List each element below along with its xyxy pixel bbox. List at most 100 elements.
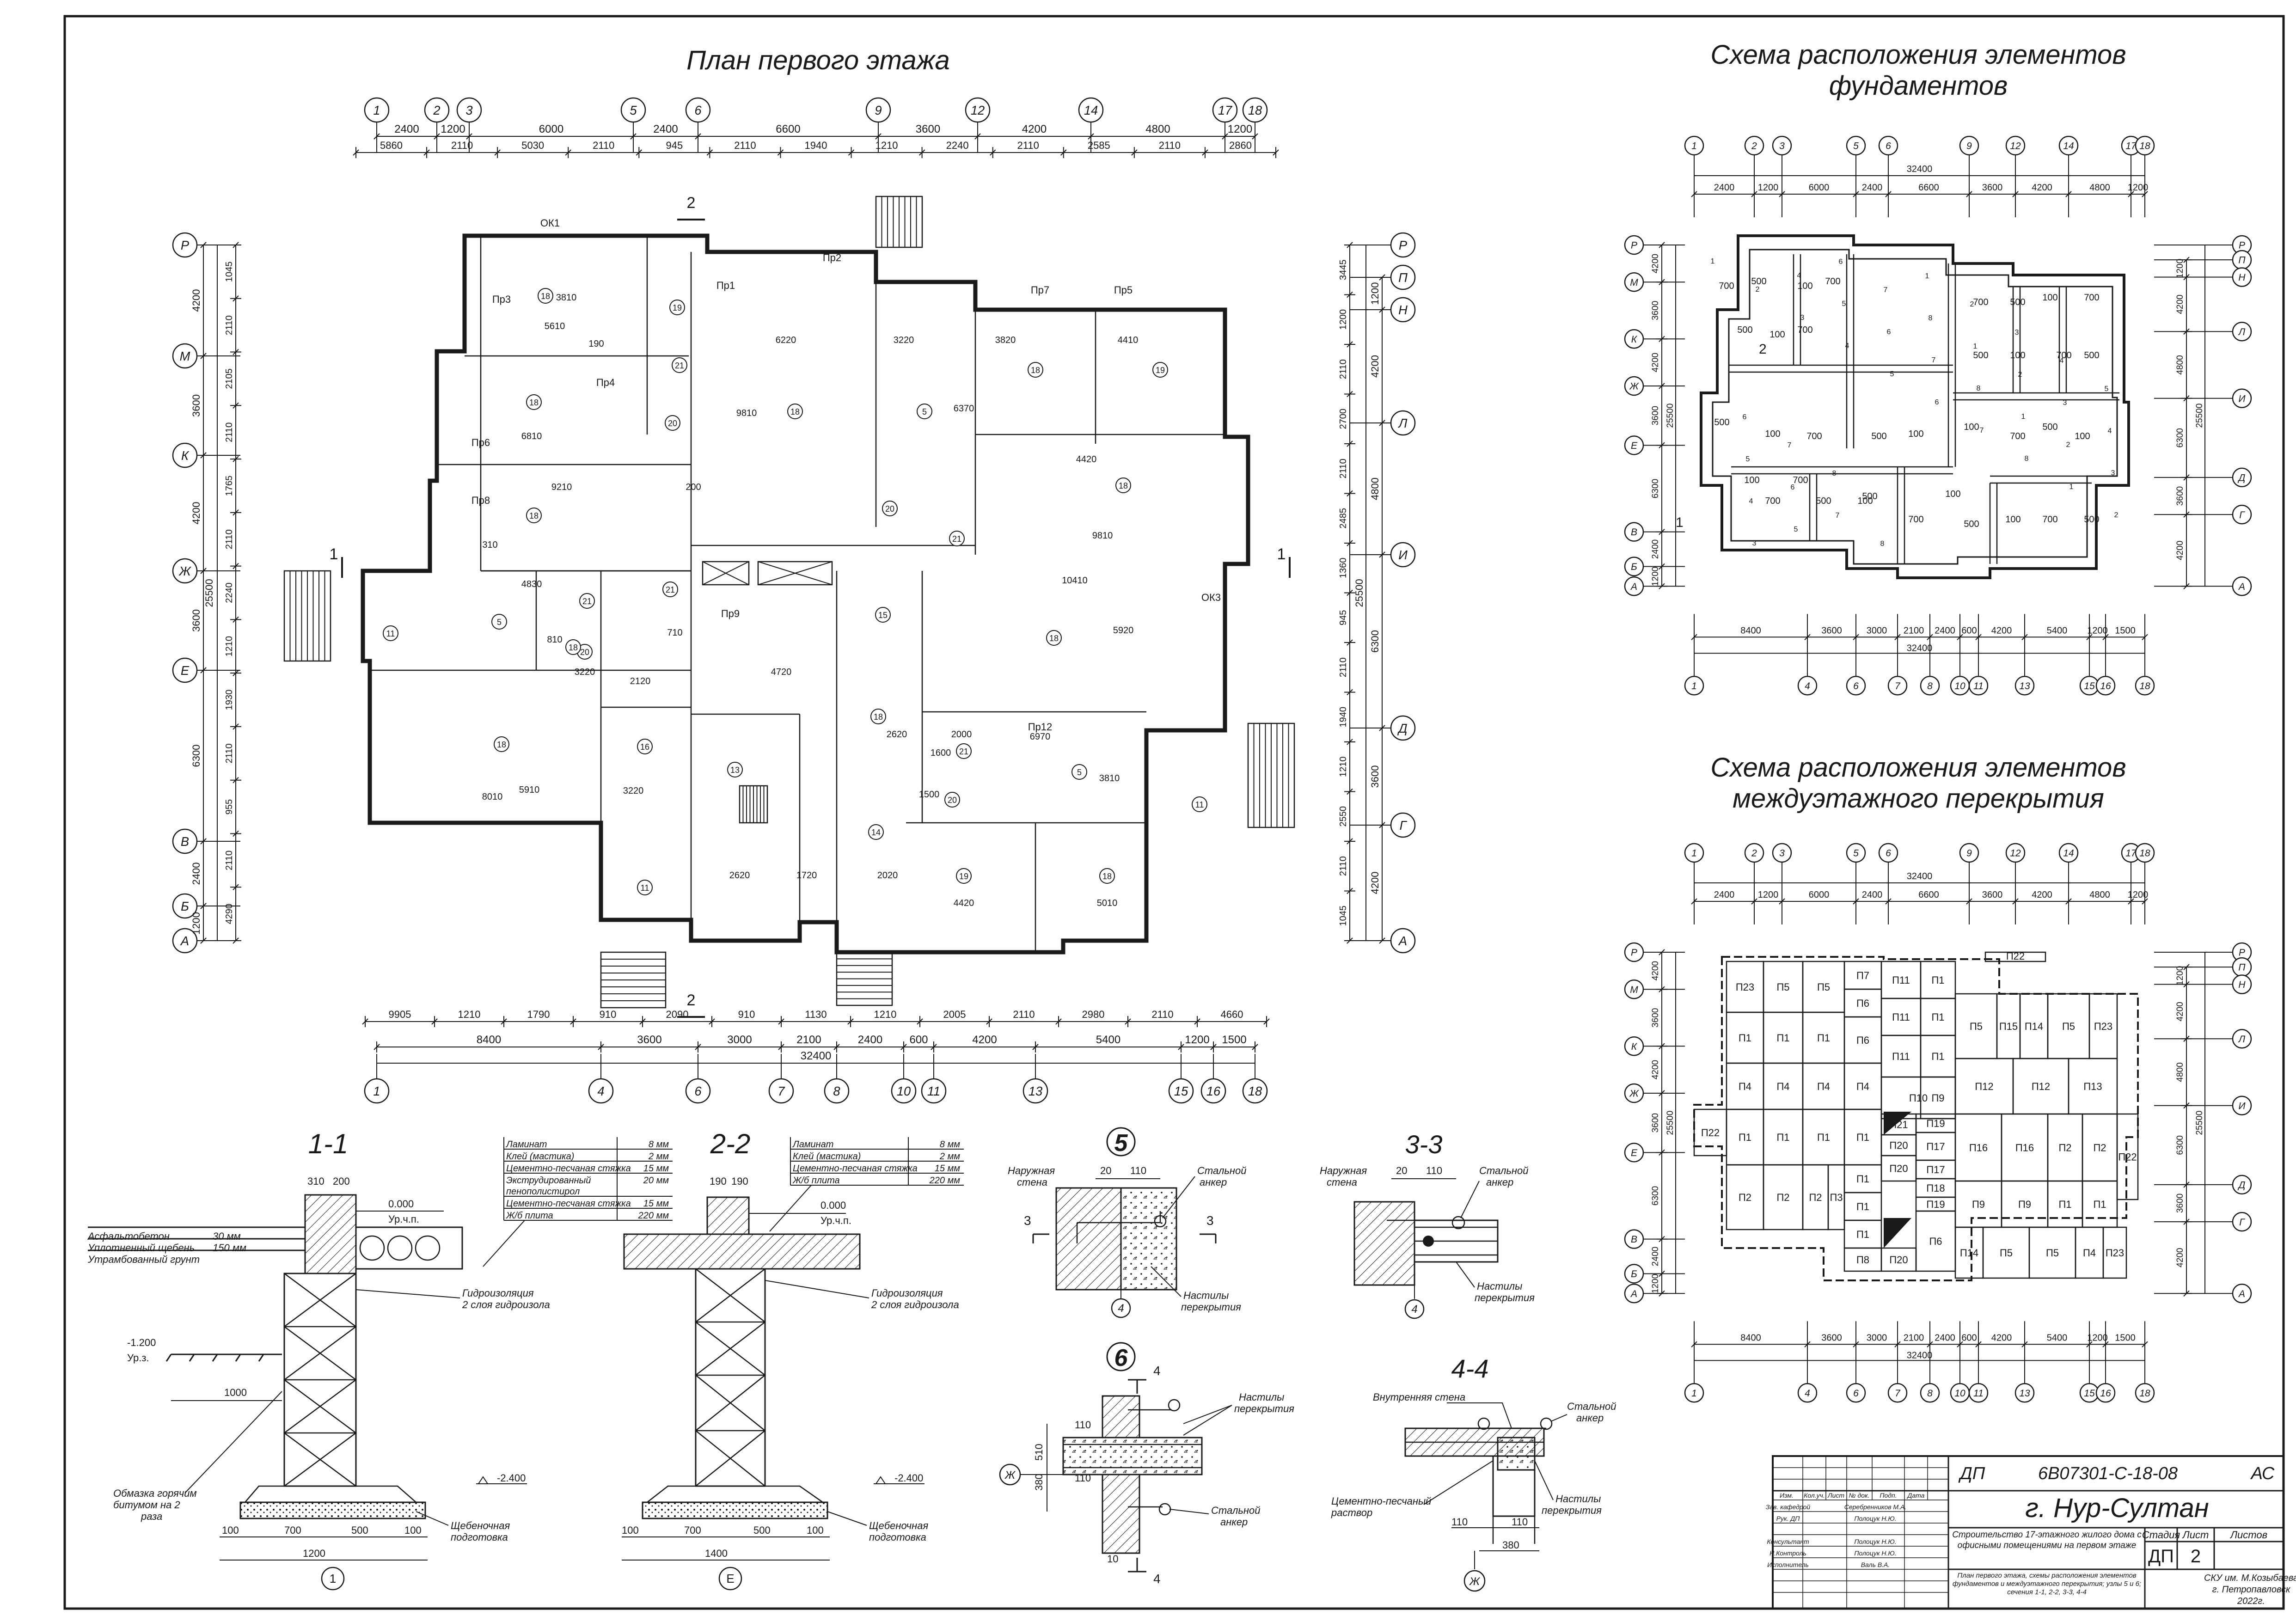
floor-dim-total-bottom: 32400: [1907, 1350, 1933, 1360]
plan-dim-bottom1-value: 1130: [805, 1009, 827, 1020]
stamp-org: СКУ им. М.Козыбаева: [2204, 1573, 2296, 1583]
plan-dim-top2-value: 2860: [1229, 140, 1252, 151]
floor-slab-label: П1: [2093, 1199, 2106, 1210]
node-5-dim-b: 110: [1130, 1165, 1146, 1176]
plan-room-circle: [1192, 796, 1207, 812]
found-pad-label: 500: [2010, 297, 2025, 307]
floor-dim-left-value: 3600: [1651, 1113, 1660, 1132]
s22-layer-t: 8 мм: [940, 1139, 960, 1150]
found-pad-label: 100: [1908, 429, 1923, 439]
plan-dim-top2-value: 2110: [451, 140, 473, 151]
plan-room-number: 21: [959, 747, 968, 756]
found-axis-right: Л: [2238, 327, 2246, 337]
plan-dim-bottom2-value: 2100: [796, 1034, 821, 1046]
floor-slab-title-line2: междуэтажного перекрытия: [1733, 783, 2104, 814]
s11-layer-name: Цементно-песчаная стяжка: [506, 1199, 631, 1209]
node-6-anchor2: анкер: [1220, 1516, 1248, 1528]
floor-dim-left-value: 2400: [1651, 1247, 1660, 1266]
plan-opening-label: Пр6: [471, 437, 490, 448]
plan-inner-dim: 5910: [519, 785, 540, 795]
node-6-slab2: перекрытия: [1234, 1403, 1294, 1414]
found-pad-label: 100: [1744, 475, 1759, 485]
found-pad-label: 100: [1945, 489, 1960, 499]
floor-axis-bottom: 8: [1927, 1388, 1933, 1399]
floor-axis-right: Н: [2238, 979, 2246, 990]
plan-axis-bottom: 13: [1029, 1084, 1042, 1098]
floor-slab-label: П1: [1739, 1132, 1751, 1143]
floor-slab-label: П17: [1926, 1164, 1945, 1175]
plan-dim-top2-value: 2240: [946, 140, 969, 151]
floor-axis-left: Р: [1631, 948, 1637, 958]
floor-dim-bottom-value: 8400: [1740, 1333, 1761, 1343]
found-axis-top: 17: [2125, 141, 2137, 152]
plan-dim-bottom1-value: 2005: [943, 1009, 966, 1020]
s11-layer-t: 20 мм: [643, 1175, 669, 1186]
found-pad-label: 500: [1862, 491, 1877, 502]
plan-dim-left-value: 6300: [190, 745, 202, 767]
floor-dim-right-value: 1200: [2175, 966, 2185, 985]
floor-slab-label: П3: [1830, 1192, 1843, 1203]
found-axis-left: А: [1630, 581, 1637, 592]
plan-dim-top1-value: 2400: [653, 123, 678, 135]
plan-room-circle: [672, 357, 687, 373]
found-axis-right: Р: [2239, 240, 2245, 251]
floor-slab-label: П20: [1889, 1163, 1908, 1175]
plan-section-label: 1: [1277, 545, 1286, 563]
plan-inner-dim: 2620: [729, 870, 750, 881]
floor-slab-label: П6: [1856, 998, 1869, 1009]
floor-slab-label: П7: [1856, 970, 1869, 981]
plan-inner-dim: 3220: [575, 667, 595, 677]
found-pad-number: 6: [1839, 258, 1843, 266]
plan-dim-bottom1-value: 1210: [458, 1009, 481, 1020]
floor-axis-right: И: [2238, 1101, 2246, 1111]
plan-room-number: 18: [1049, 634, 1059, 643]
found-pad-number: 3: [2111, 469, 2115, 477]
found-axis-top: 5: [1853, 141, 1859, 152]
plan-axis-bottom: 15: [1174, 1084, 1188, 1098]
found-axis-bottom: 11: [1973, 681, 1984, 692]
s33-slab2: перекрытия: [1475, 1292, 1535, 1304]
plan-dim-top2-value: 2110: [734, 140, 756, 151]
plan-dim-bottom2-value: 3000: [727, 1034, 752, 1046]
plan-dim-top1-value: 1200: [441, 123, 465, 135]
plan-room-number: 21: [666, 585, 675, 594]
s33-dim-a: 20: [1396, 1165, 1407, 1176]
found-pad-number: 7: [1788, 441, 1792, 449]
floor-slab-label: П1: [1856, 1201, 1869, 1212]
floor-slab-label: П22: [1701, 1127, 1720, 1138]
plan-dim-right-value: 4800: [1369, 477, 1381, 500]
floor-slab-label: П2: [1739, 1192, 1751, 1203]
plan-opening-label: Пр12: [1028, 721, 1053, 733]
plan-inner-dim: 4420: [954, 898, 974, 908]
plan-room-circle: [949, 531, 965, 546]
section-1-1-level-bottom: -2.400: [497, 1472, 526, 1484]
plan-dim-bottom2-value: 5400: [1096, 1034, 1120, 1046]
floor-dim-right-value: 4200: [2175, 1248, 2185, 1267]
floor-slab-label: П15: [1999, 1021, 2018, 1032]
found-dim-left-value: 2400: [1651, 539, 1660, 559]
s22-layer-t: 220 мм: [929, 1175, 961, 1186]
found-axis-bottom: 7: [1895, 681, 1901, 692]
found-pad-number: 8: [2025, 455, 2029, 463]
found-pad-label: 100: [2075, 431, 2090, 441]
plan-dim-left-inner-value: 4290: [224, 904, 234, 924]
plan-dim-left-value: 3600: [190, 394, 202, 417]
found-pad-label: 500: [1964, 519, 1979, 529]
plan-axis-left: Е: [181, 663, 190, 678]
plan-inner-dim: 310: [482, 540, 497, 550]
title-block: ДП 6В07301-С-18-08 АС г. Нур-Султан Стро…: [1766, 1455, 2296, 1610]
s22-level-top: 0.000: [820, 1200, 846, 1211]
ground-layer-2-t: 150 мм: [213, 1242, 246, 1254]
plan-opening-label: ОК3: [1201, 592, 1221, 603]
floor-axis-right: Г: [2239, 1217, 2245, 1228]
found-axis-right: Д: [2238, 473, 2246, 484]
s44-anchor2: анкер: [1576, 1412, 1604, 1424]
node-5-wall: Наружная: [1008, 1165, 1055, 1176]
plan-axis-top: 6: [694, 103, 702, 117]
plan-room-circle: [956, 868, 972, 884]
floor-dim-right-value: 6300: [2175, 1135, 2185, 1155]
